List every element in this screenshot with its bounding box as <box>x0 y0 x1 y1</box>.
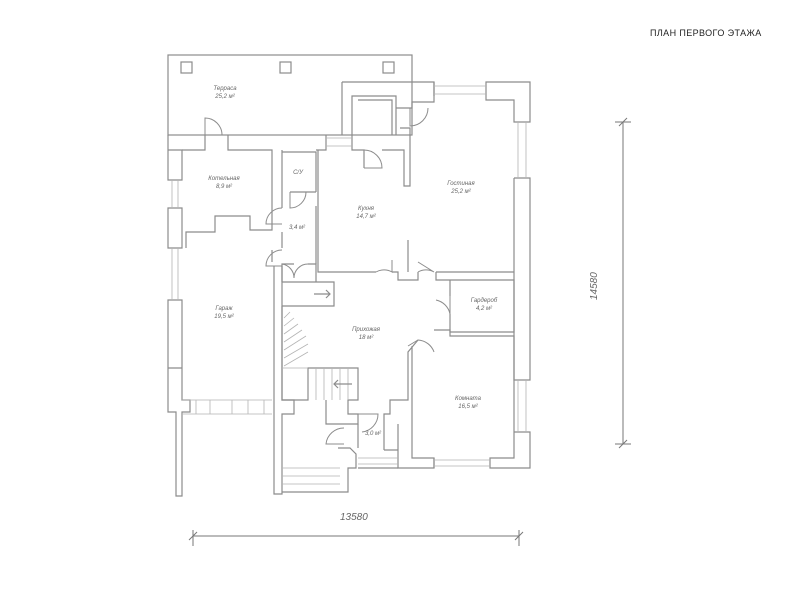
bedroom-window-bottom <box>434 459 490 467</box>
plan-title: ПЛАН ПЕРВОГО ЭТАЖА <box>650 28 762 38</box>
door-swing <box>363 149 383 169</box>
door-swing <box>407 339 435 353</box>
doors <box>204 107 451 445</box>
room-area-wardrobe: 4,2 м² <box>476 306 493 312</box>
stair-arrow <box>314 289 352 389</box>
entrance-hall-walls <box>281 263 335 307</box>
left-window <box>171 180 179 300</box>
garage-side-wall <box>271 250 295 495</box>
room-area-boiler: 8,9 м² <box>216 184 233 190</box>
room-area-living: 25,2 м² <box>450 189 471 195</box>
door-swing <box>293 263 309 279</box>
kitchen-terrace-window <box>326 137 352 147</box>
room-name-boiler: Котельная <box>208 176 240 182</box>
door-swing <box>358 413 379 433</box>
garage-door-dash <box>195 400 265 414</box>
room-area-kitchen: 14,7 м² <box>356 214 376 220</box>
door-swing <box>417 261 435 273</box>
room-name-wardrobe: Гардероб <box>471 298 498 304</box>
stair-steps <box>282 311 349 400</box>
dimension-width: 13580 <box>188 512 524 546</box>
living-room-walls <box>407 81 531 381</box>
door-swing <box>265 207 283 225</box>
door-swing <box>325 427 345 445</box>
bedroom-window-right <box>517 380 527 432</box>
room-area-vestibule: 3,0 м² <box>365 431 382 437</box>
walls <box>167 54 531 497</box>
room-name-garage: Гараж <box>215 306 233 312</box>
stair-block <box>281 306 359 425</box>
room-labels: Терраса 25,2 м² Котельная 8,9 м² С/У 3,4… <box>208 86 498 437</box>
room-area-hall: 18 м² <box>359 335 374 341</box>
door-swing <box>204 117 223 136</box>
terrace-outline <box>167 54 413 136</box>
room-name-bedroom: Комната <box>455 396 482 402</box>
room-area-bedroom: 16,5 м² <box>458 404 478 410</box>
boiler-room-walls <box>182 135 273 248</box>
bathroom-walls <box>281 150 317 264</box>
room-name-bathroom: С/У <box>293 170 304 176</box>
bedroom-walls <box>433 380 531 469</box>
porch-walls <box>282 424 399 493</box>
dimension-depth: 14580 <box>589 117 631 449</box>
living-room-window-right <box>517 122 527 178</box>
garage-door-line <box>182 399 272 415</box>
wardrobe-walls <box>435 272 515 333</box>
room-name-hall: Прихожая <box>352 327 381 333</box>
left-wing-outer-wall <box>167 135 191 497</box>
door-swing <box>375 260 393 273</box>
room-area-garage: 19,5 м² <box>214 314 234 320</box>
room-area-terrace: 25,2 м² <box>214 94 235 100</box>
width-dimension-label: 13580 <box>340 512 368 523</box>
room-name-living: Гостиная <box>447 181 475 187</box>
terrace-pillar <box>180 61 193 74</box>
door-swing <box>409 107 429 127</box>
terrace-pillar <box>279 61 292 74</box>
living-room-window-top <box>434 85 486 95</box>
door-swing <box>265 249 283 267</box>
room-name-terrace: Терраса <box>213 86 237 92</box>
door-swing <box>281 263 295 279</box>
room-name-kitchen: Кухня <box>358 206 375 212</box>
porch-steps <box>282 467 340 485</box>
hall-partition <box>383 329 515 469</box>
depth-dimension-label: 14580 <box>589 272 600 300</box>
kitchen-inner-block <box>341 81 435 135</box>
door-swing <box>435 296 451 315</box>
kitchen-walls <box>316 127 419 281</box>
porch-window <box>358 457 398 465</box>
room-area-corridor: 3,4 м² <box>289 225 306 231</box>
terrace-pillar <box>382 61 395 74</box>
door-swing <box>289 191 307 209</box>
